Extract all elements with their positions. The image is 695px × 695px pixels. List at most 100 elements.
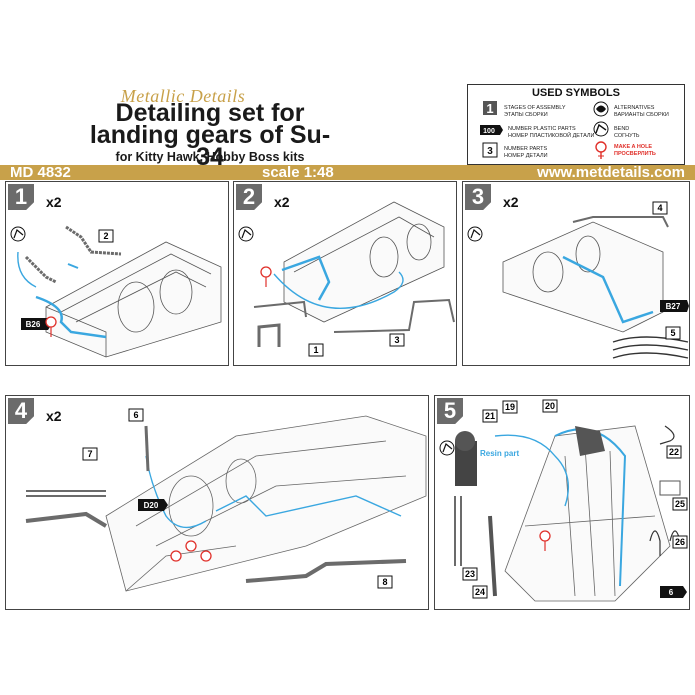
arrow-indicator xyxy=(67,263,79,269)
blue-guide-line xyxy=(17,251,37,288)
bend-icon xyxy=(10,226,26,242)
legend-parts-ru: НОМЕР ДЕТАЛИ xyxy=(504,152,548,159)
legend-hole-en: MAKE A HOLE xyxy=(614,144,653,150)
wheel-well-outline xyxy=(45,241,222,358)
legend-title: USED SYMBOLS xyxy=(531,87,620,99)
drill-hole-icon xyxy=(260,266,272,278)
bend-icon xyxy=(439,440,455,456)
resin-part-note: Resin part xyxy=(480,449,519,458)
resin-part-body xyxy=(455,441,477,486)
legend-plastic-ru: НОМЕР ПЛАСТИКОВОЙ ДЕТАЛИ xyxy=(508,132,595,139)
legend-bend-en: BEND xyxy=(614,126,630,132)
part-4-label: 4 xyxy=(657,203,662,213)
legend-stage-label: 1 xyxy=(486,101,493,116)
legend-item-stages: STAGES OF ASSEMBLY ЭТАПЫ СБОРКИ xyxy=(504,105,566,118)
page-title: Detailing set for landing gears of Su-34 xyxy=(80,99,340,171)
step-4-multiplier: x2 xyxy=(46,408,62,424)
drill-hole-icon-3 xyxy=(200,550,212,562)
part-19-label: 19 xyxy=(505,402,515,412)
legend-alternatives-ru: ВАРИАНТЫ СБОРКИ xyxy=(614,111,669,118)
part-4-label-box xyxy=(652,201,668,215)
step-3-panel: 3 x2 4 5 B27 xyxy=(462,181,690,366)
part-1-label-box xyxy=(308,343,324,357)
part-number-icon: 3 xyxy=(482,142,498,158)
part-24-label: 24 xyxy=(475,587,485,597)
part-5-wires xyxy=(612,336,689,359)
blue-cable-part xyxy=(562,255,654,324)
legend-item-bend: BEND СОГНУТЬ xyxy=(614,126,640,139)
page-subtitle: for Kitty Hawk, Hobby Boss kits xyxy=(115,150,305,164)
legend-plastic-en: NUMBER PLASTIC PARTS xyxy=(508,126,576,132)
blue-guide-line xyxy=(145,455,207,529)
part-2-label: 2 xyxy=(103,231,108,241)
part-5-label: 5 xyxy=(670,328,675,338)
step-5-drawing: Resin part 21 19 20 22 23 24 25 26 6 xyxy=(439,399,688,602)
bend-icon xyxy=(238,226,254,242)
step-3-multiplier: x2 xyxy=(503,194,519,210)
legend-bend-ru: СОГНУТЬ xyxy=(614,132,640,139)
drill-icon xyxy=(595,141,607,159)
website-url: www.metdetails.com xyxy=(537,164,685,181)
info-band: MD 4832 scale 1:48 www.metdetails.com xyxy=(0,164,695,181)
title-line-2: landing gears of Su-34 xyxy=(89,121,331,171)
part-1-strip xyxy=(253,300,307,318)
scale-label: scale 1:48 xyxy=(262,164,334,181)
part-2-strip xyxy=(24,255,57,284)
part-6-label-box xyxy=(128,408,144,422)
part-26-label-box xyxy=(672,535,688,549)
part-25-grid xyxy=(659,480,681,496)
step-2-multiplier: x2 xyxy=(274,194,290,210)
part-23-strip xyxy=(454,496,462,566)
part-8-label-box xyxy=(377,575,393,589)
part-23-label-box xyxy=(462,567,478,581)
used-symbols-legend: USED SYMBOLS 1 100 3 xyxy=(467,84,685,165)
step-1-number: 1 xyxy=(8,184,34,210)
part-3-strip xyxy=(333,298,455,333)
alternatives-icon xyxy=(593,101,609,117)
resin-part-head xyxy=(455,431,475,451)
drill-hole-icon xyxy=(45,316,57,328)
legend-parts-en: NUMBER PARTS xyxy=(504,146,548,152)
part-7-strip xyxy=(26,490,106,497)
plastic-part-d20-tag xyxy=(138,499,168,511)
blue-pipe-line xyxy=(215,495,402,517)
drill-hole-icon xyxy=(539,530,551,542)
part-2-strip-b xyxy=(65,225,122,256)
plastic-part-icon: 100 xyxy=(480,125,503,135)
part-7-label: 7 xyxy=(87,449,92,459)
bend-icon xyxy=(593,121,609,137)
part-21-label: 21 xyxy=(485,411,495,421)
legend-part-label: 3 xyxy=(487,146,493,157)
legend-stages-en: STAGES OF ASSEMBLY xyxy=(504,105,566,111)
bend-icon xyxy=(467,226,483,242)
title-line-1: Detailing set for xyxy=(115,99,305,127)
part-20-label-box xyxy=(542,399,558,413)
part-7-bent-strip xyxy=(25,511,108,528)
plastic-part-b26: B26 xyxy=(26,320,41,329)
plastic-part-b26-tag xyxy=(21,318,52,330)
part-3-label-box xyxy=(389,333,405,347)
legend-item-hole: MAKE A HOLE ПРОСВЕРЛИТЬ xyxy=(614,144,656,157)
step-3-number: 3 xyxy=(465,184,491,210)
part-22-label-box xyxy=(666,445,682,459)
plastic-part-b27-tag xyxy=(660,300,689,312)
part-25-label: 25 xyxy=(675,499,685,509)
legend-hole-ru: ПРОСВЕРЛИТЬ xyxy=(614,150,656,157)
product-code: MD 4832 xyxy=(10,164,71,181)
part-5-label-box xyxy=(665,326,681,340)
part-20-block xyxy=(575,426,605,456)
blue-guide-line xyxy=(273,271,404,309)
part-19-label-box xyxy=(502,400,518,414)
step-5-number: 5 xyxy=(437,398,463,424)
step-1-multiplier: x2 xyxy=(46,194,62,210)
blue-frame-part xyxy=(281,255,331,301)
part-24-strip xyxy=(488,515,497,597)
part-26-label: 26 xyxy=(675,537,685,547)
part-8-label: 8 xyxy=(382,577,387,587)
brand-logo: Metallic Details xyxy=(120,86,246,106)
part-6-rod xyxy=(144,425,150,472)
part-22-label: 22 xyxy=(669,447,679,457)
legend-plastic-label: 100 xyxy=(483,128,495,135)
plastic-part-6: 6 xyxy=(669,588,674,597)
part-3-label: 3 xyxy=(394,335,399,345)
